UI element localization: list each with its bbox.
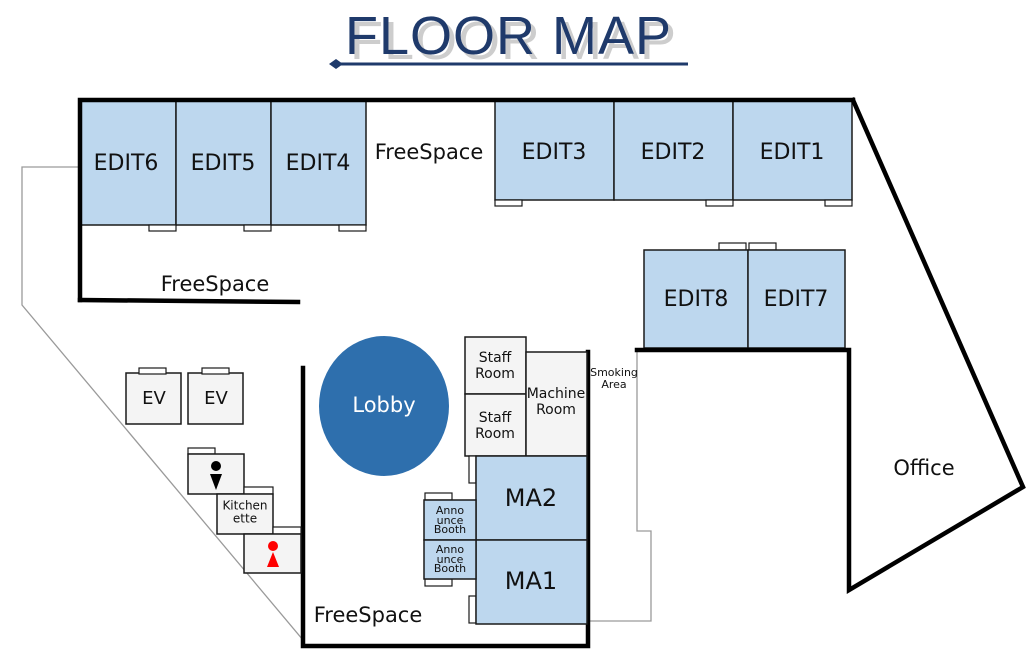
room-label: EDIT4 <box>286 151 351 176</box>
room-label: Staff <box>479 350 512 366</box>
wall-freespace-bottom <box>77 297 301 305</box>
room-label: EDIT6 <box>94 151 159 176</box>
room-label: EDIT3 <box>522 140 587 165</box>
door-edit2 <box>705 199 734 207</box>
door-edit7 <box>748 242 777 251</box>
room-label: Booth <box>434 523 466 536</box>
area-label: Area <box>601 378 626 391</box>
door-announce-booth-2 <box>424 578 453 587</box>
room-label: EV <box>142 388 166 409</box>
map-title: FLOOR MAP FLOOR MAP <box>329 6 688 71</box>
wall-lobby <box>300 349 591 649</box>
room-label: Room <box>475 366 515 382</box>
room-label: Lobby <box>352 393 415 417</box>
room-label: Room <box>475 426 515 442</box>
door-announce-booth-1 <box>424 492 453 501</box>
room-label: Machine <box>527 386 586 402</box>
room-label: EDIT8 <box>664 287 729 312</box>
room-label: EV <box>204 388 228 409</box>
room-edit7[interactable]: EDIT7 <box>747 249 846 349</box>
door-edit4 <box>338 224 367 232</box>
title-diamond-icon <box>329 59 343 69</box>
room-edit1[interactable]: EDIT1 <box>732 99 853 201</box>
room-label: EDIT5 <box>191 151 256 176</box>
room-label: unce <box>437 514 464 527</box>
room-staff-room-1[interactable]: Staff Room <box>464 336 527 395</box>
room-label: Booth <box>434 562 466 575</box>
smoking-area-outline <box>586 350 652 622</box>
room-machine-room[interactable]: Machine Room <box>525 351 588 457</box>
room-announce-booth-1[interactable]: Anno unce Booth <box>423 499 477 541</box>
room-label: MA2 <box>505 484 557 512</box>
door-edit5 <box>243 224 272 232</box>
lobby-circle <box>319 336 449 476</box>
room-ma2[interactable]: MA2 <box>475 455 588 541</box>
freespace-label-bottom: FreeSpace <box>314 603 423 627</box>
womens-restroom-icon <box>267 541 279 567</box>
room-edit5[interactable]: EDIT5 <box>175 99 272 226</box>
room-label: Anno <box>436 504 464 517</box>
room-label: MA1 <box>505 567 557 595</box>
room-label: Anno <box>436 543 464 556</box>
room-label: unce <box>437 553 464 566</box>
door-ma2 <box>468 455 477 484</box>
room-label: Kitchen <box>222 499 267 513</box>
room-office[interactable]: Office <box>893 456 954 480</box>
title-shadow: FLOOR MAP <box>350 11 677 71</box>
room-label: EDIT7 <box>764 287 829 312</box>
door-edit3 <box>494 199 523 207</box>
room-mens-restroom[interactable] <box>187 447 245 495</box>
room-staff-room-2[interactable]: Staff Room <box>464 393 527 457</box>
freespace-label-top: FreeSpace <box>375 140 484 164</box>
wall-office <box>634 97 1026 594</box>
room-lobby[interactable]: Lobby <box>319 336 449 476</box>
room-label: EDIT2 <box>641 140 706 165</box>
room-edit3[interactable]: EDIT3 <box>494 99 615 201</box>
title-text: FLOOR MAP <box>345 6 672 66</box>
elevator-2[interactable]: EV <box>187 367 244 425</box>
room-kitchenette[interactable]: Kitchen ette <box>216 486 274 535</box>
door-edit1 <box>824 199 853 207</box>
wall-top-left <box>77 97 856 303</box>
room-edit6[interactable]: EDIT6 <box>79 99 177 226</box>
room-edit8[interactable]: EDIT8 <box>643 249 749 349</box>
room-label: Staff <box>479 410 512 426</box>
room-womens-restroom[interactable] <box>243 526 302 574</box>
room-label: Room <box>536 402 576 418</box>
building-outline-left <box>21 166 304 641</box>
smoking-area[interactable]: Smoking Area <box>590 366 638 391</box>
door-edit6 <box>148 224 177 232</box>
room-edit4[interactable]: EDIT4 <box>270 99 367 226</box>
room-announce-booth-2[interactable]: Anno unce Booth <box>423 539 477 580</box>
door-edit8 <box>718 242 747 251</box>
area-label: Smoking <box>590 366 638 379</box>
mens-restroom-icon <box>210 461 222 490</box>
freespace-label-left: FreeSpace <box>161 272 270 296</box>
room-label: ette <box>233 512 257 526</box>
room-label: EDIT1 <box>760 140 825 165</box>
elevator-1[interactable]: EV <box>125 367 182 425</box>
door-ma1 <box>468 595 477 624</box>
room-edit2[interactable]: EDIT2 <box>613 99 734 201</box>
room-ma1[interactable]: MA1 <box>475 539 588 625</box>
